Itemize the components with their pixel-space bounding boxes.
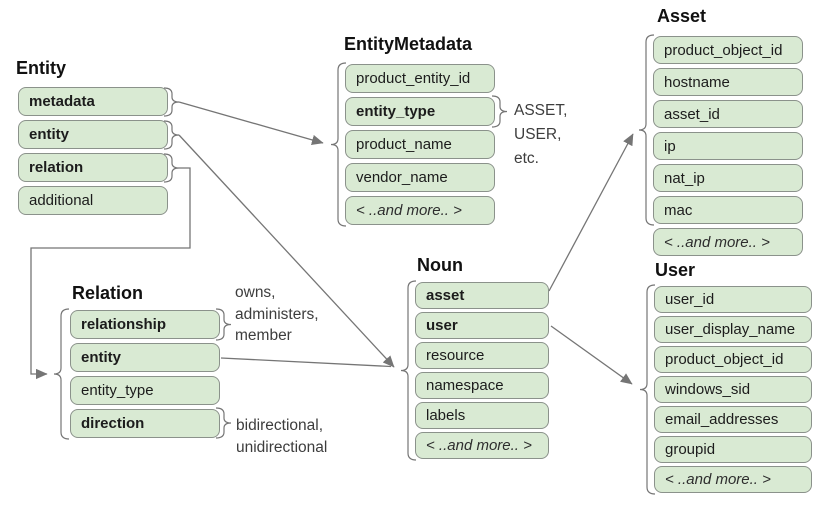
entity-field-entity: entity [18,120,168,149]
noun-field-and-more: < ..and more.. > [415,432,549,459]
asset-field-and-more: < ..and more.. > [653,228,803,256]
brace-relationship-values [215,308,232,341]
annotation-direction-values: bidirectional, unidirectional [236,415,327,458]
relation-field-entity: entity [70,343,220,372]
noun-field-namespace: namespace [415,372,549,399]
relation-field-direction: direction [70,409,220,438]
entitymetadata-field-and-more: < ..and more.. > [345,196,495,225]
brace-entitymetadata-left [330,62,347,227]
brace-asset-left [638,34,655,226]
noun-field-asset: asset [415,282,549,309]
relation-field-relationship: relationship [70,310,220,339]
asset-table-title: Asset [657,6,707,26]
user-field-email-addresses: email_addresses [654,406,812,433]
relation-table-title: Relation [72,283,144,303]
user-table-title: User [655,260,696,280]
brace-relation-left [53,308,70,440]
entitymetadata-field-vendor-name: vendor_name [345,163,495,192]
annotation-line: etc. [514,150,539,167]
user-field-and-more: < ..and more.. > [654,466,812,493]
arrow-entity-relation-to-relation [30,167,191,380]
asset-field-ip: ip [653,132,803,160]
user-field-user-display-name: user_display_name [654,316,812,343]
asset-field-mac: mac [653,196,803,224]
entitymetadata-field-product-entity-id: product_entity_id [345,64,495,93]
relation-field-entity-type: entity_type [70,376,220,405]
entitymetadata-field-product-name: product_name [345,130,495,159]
annotation-line: USER, [514,126,562,143]
asset-field-nat-ip: nat_ip [653,164,803,192]
arrow-noun-asset-to-asset [548,133,634,292]
entitymetadata-field-entity-type: entity_type [345,97,495,126]
brace-noun-left [400,280,417,461]
noun-field-labels: labels [415,402,549,429]
user-field-user-id: user_id [654,286,812,313]
noun-field-user: user [415,312,549,339]
annotation-line: unidirectional [236,438,328,456]
entitymetadata-table-title: EntityMetadata [344,34,473,54]
entity-field-metadata: metadata [18,87,168,116]
annotation-line: member [235,327,292,344]
asset-field-product-object-id: product_object_id [653,36,803,64]
annotation-line: bidirectional, [236,417,324,434]
annotation-relationship-values: owns, administers, member [235,282,319,347]
user-field-product-object-id: product_object_id [654,346,812,373]
brace-entity-type-values [491,95,508,128]
asset-field-asset-id: asset_id [653,100,803,128]
noun-table-title: Noun [417,255,463,275]
annotation-entity-type-values: ASSET, USER, etc. [514,99,567,171]
entity-field-additional: additional [18,186,168,215]
user-field-windows-sid: windows_sid [654,376,812,403]
brace-user-left [639,284,656,495]
user-field-groupid: groupid [654,436,812,463]
annotation-line: administers, [235,305,319,323]
annotation-line: ASSET, [514,102,568,119]
asset-field-hostname: hostname [653,68,803,96]
noun-field-resource: resource [415,342,549,369]
arrow-noun-user-to-user [550,325,633,385]
entity-field-relation: relation [18,153,168,182]
entity-table-title: Entity [16,58,67,78]
line-relation-entity-to-noun [220,357,392,368]
annotation-line: owns, [235,284,276,301]
brace-direction-values [215,407,232,439]
arrow-entity-metadata-to-entitymetadata [178,101,324,145]
arrow-entity-entity-to-noun [178,134,395,368]
